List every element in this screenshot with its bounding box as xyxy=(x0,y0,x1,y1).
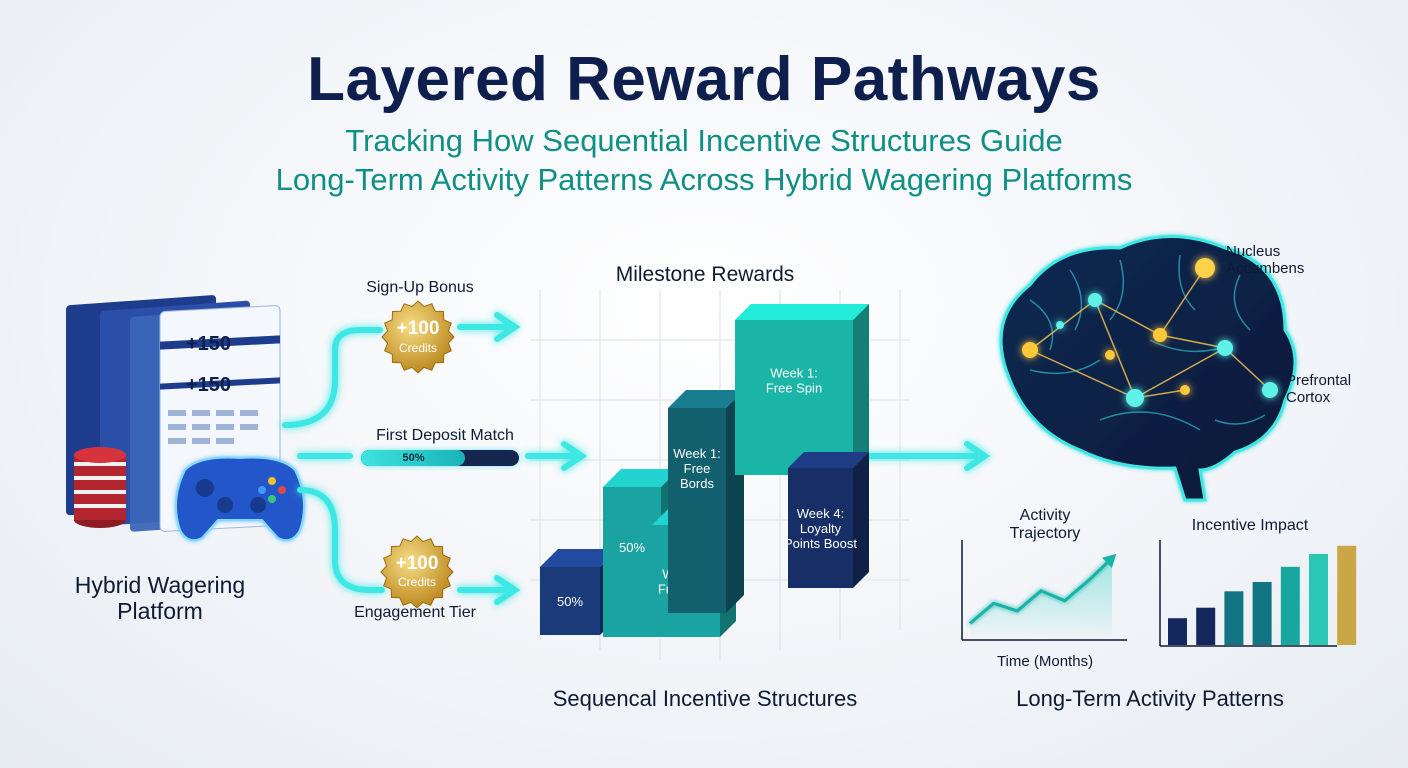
block-label-line: 50% xyxy=(619,540,645,555)
block-front-face xyxy=(668,408,726,613)
block-label-line: Bords xyxy=(680,476,714,491)
signup-badge-value: +100 xyxy=(397,318,440,339)
signup-label: Sign-Up Bonus xyxy=(366,279,474,296)
block-front-face xyxy=(788,468,853,588)
activity-chart-title: Activity Trajectory xyxy=(1009,507,1081,542)
pathway-connectors xyxy=(282,312,991,605)
deposit-progress-bar: 50% xyxy=(361,450,519,466)
subtitle-line-2: Long-Term Activity Patterns Across Hybri… xyxy=(275,162,1133,197)
brain-illustration xyxy=(999,235,1297,502)
impact-bar-3 xyxy=(1224,591,1244,645)
activity-line xyxy=(969,557,1114,625)
block-front-face xyxy=(735,320,853,475)
block-label-line: Loyalty xyxy=(800,521,842,536)
engagement-badge-value: +100 xyxy=(396,553,439,574)
nucleus-accumbens-label: Nucleus Accumbens xyxy=(1226,243,1305,277)
block-front-face xyxy=(540,567,600,635)
block-label-line: Free xyxy=(684,461,711,476)
screen-value-2: +150 xyxy=(186,374,232,396)
signup-badge: +100 Credits xyxy=(381,300,455,374)
impact-bar-4 xyxy=(1252,582,1272,645)
sequential-incentive-label: Sequencal Incentive Structures xyxy=(552,686,858,711)
block-label-line: Week 1: xyxy=(770,366,817,381)
activity-x-label: Time (Months) xyxy=(996,653,1094,670)
block-label-line: Points Boost xyxy=(784,536,857,551)
block-top-face xyxy=(788,452,869,468)
block-top-face xyxy=(540,549,618,567)
impact-chart-title: Incentive Impact xyxy=(1191,517,1309,534)
impact-bar-7 xyxy=(1337,545,1357,645)
milestone-rewards-label: Milestone Rewards xyxy=(615,263,795,286)
signup-badge-unit: Credits xyxy=(399,341,437,355)
activity-chart xyxy=(961,540,1127,641)
prefrontal-cortex-label: Prefrontal Cortox xyxy=(1286,372,1352,406)
impact-bar-2 xyxy=(1196,607,1216,645)
screen-value-1: +150 xyxy=(186,333,232,355)
block-top-face xyxy=(603,469,679,487)
deposit-label: First Deposit Match xyxy=(376,427,514,444)
deposit-progress-fill xyxy=(361,450,466,466)
impact-bar-5 xyxy=(1280,566,1300,645)
staircase-block-5: Week 1:Free Spin xyxy=(735,304,869,475)
impact-bar-1 xyxy=(1168,618,1187,645)
block-side-face xyxy=(853,452,869,588)
block-label-line: Week 4: xyxy=(797,506,844,521)
platform-illustration xyxy=(66,295,305,542)
block-side-face xyxy=(853,304,869,475)
block-label-line: Week 1: xyxy=(673,446,720,461)
long-term-patterns-label: Long-Term Activity Patterns xyxy=(1016,686,1284,711)
engagement-badge-unit: Credits xyxy=(398,575,436,589)
platform-label: Hybrid Wagering Platform xyxy=(74,572,246,624)
engagement-label: Engagement Tier xyxy=(354,604,476,621)
activity-area xyxy=(970,558,1112,636)
block-front-face xyxy=(603,487,661,637)
subtitle-line-1: Tracking How Sequential Incentive Struct… xyxy=(345,123,1063,158)
impact-bar-6 xyxy=(1309,554,1328,645)
activity-arrowhead xyxy=(1102,553,1117,568)
block-label-line: Free Spin xyxy=(766,381,822,396)
impact-chart xyxy=(1159,540,1357,647)
block-top-face xyxy=(735,304,869,320)
block-top-face xyxy=(668,390,744,408)
engagement-badge: +100 Credits xyxy=(380,535,454,609)
block-label-line: 50% xyxy=(557,594,583,609)
deposit-progress-text: 50% xyxy=(402,452,425,464)
page-title: Layered Reward Pathways xyxy=(307,45,1101,114)
